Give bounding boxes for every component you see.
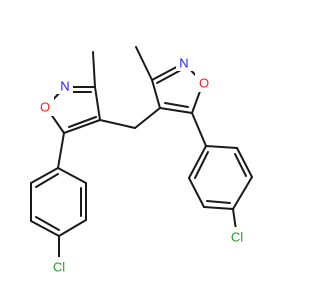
bond: [35, 173, 59, 188]
bond: [58, 219, 87, 237]
label-mask: [195, 73, 213, 92]
bond: [206, 200, 231, 204]
label-mask: [36, 97, 54, 116]
nitrogen-label: N: [179, 56, 188, 71]
bond: [63, 119, 101, 134]
chlorine-label: Cl: [53, 260, 65, 275]
bond: [57, 167, 87, 184]
right-aryl-link-bond: [191, 112, 207, 147]
bond: [236, 147, 253, 178]
bond: [203, 206, 234, 210]
bond: [194, 151, 209, 179]
oxygen-label: O: [199, 76, 209, 91]
bond: [35, 216, 60, 231]
bond: [159, 107, 193, 114]
bond: [134, 107, 161, 129]
right-cl-bond: [232, 208, 237, 231]
molecule-canvas: N O N O Cl Cl: [30, 46, 253, 276]
bond: [188, 177, 205, 208]
label-mask: [176, 53, 193, 71]
right-methyl-bond: [135, 46, 153, 81]
label-mask: [56, 76, 73, 94]
bond: [232, 176, 253, 210]
bond: [151, 79, 161, 109]
left-aryl-link-bond: [57, 132, 65, 169]
bond: [188, 145, 207, 179]
nitrogen-label: N: [60, 79, 69, 94]
oxygen-label: O: [40, 100, 50, 115]
right-chlorophenyl-ring: [188, 145, 253, 210]
bond: [234, 153, 247, 177]
bond: [99, 119, 136, 129]
molecule-structure: N O N O Cl Cl: [30, 46, 253, 276]
left-methyl-bond: [92, 51, 96, 88]
bond: [94, 86, 101, 121]
left-chlorophenyl-ring: [30, 167, 87, 237]
bond: [164, 102, 189, 108]
label-mask: [225, 227, 250, 246]
bond: [30, 220, 60, 237]
bond: [30, 167, 59, 184]
methylene-bridge: [99, 107, 161, 129]
bond: [156, 69, 182, 84]
bond: [68, 116, 97, 128]
chlorine-label: Cl: [231, 230, 243, 245]
label-mask: [47, 257, 72, 276]
bond: [205, 145, 238, 149]
